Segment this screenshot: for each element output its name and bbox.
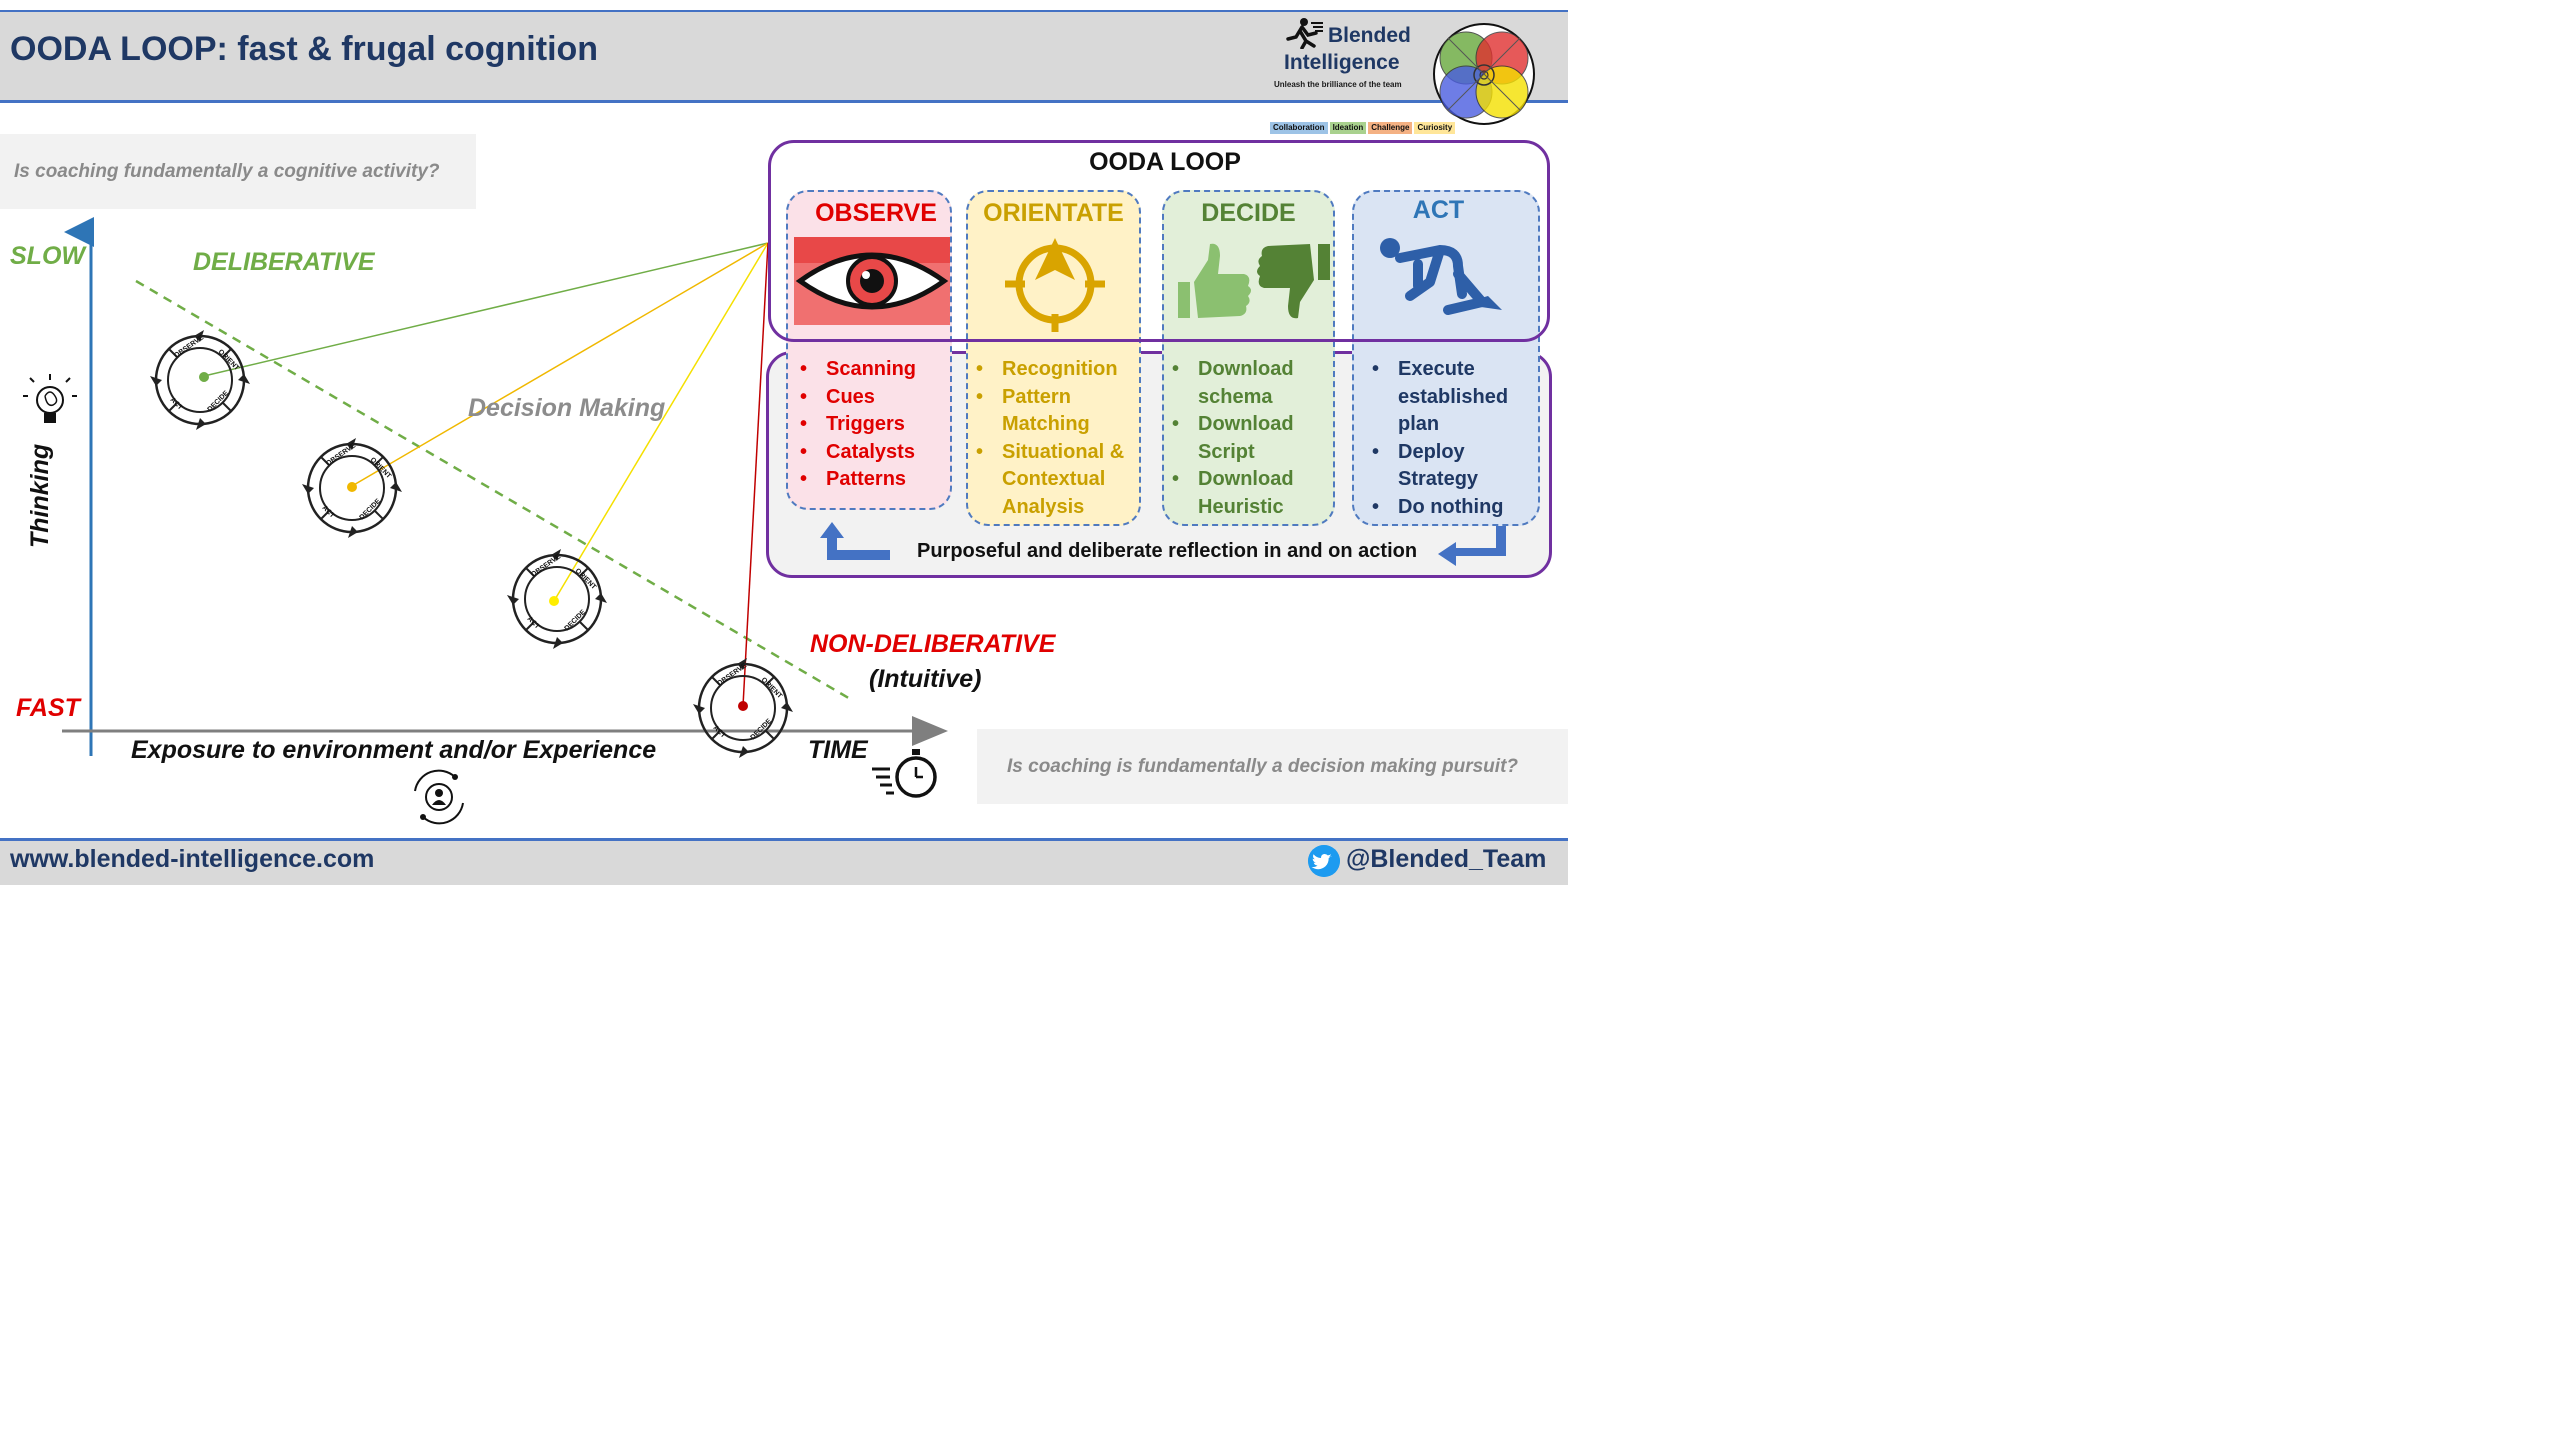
svg-text:DECIDE: DECIDE bbox=[358, 498, 382, 522]
chart-graphics: OBSERVE ORIENT DECIDE ACT OBSERVE ORIENT… bbox=[23, 217, 948, 825]
observe-item: Cues bbox=[790, 384, 950, 412]
sprint-start-icon bbox=[1380, 238, 1502, 315]
loop-3-labels: OBSERVE ORIENT DECIDE ACT bbox=[526, 553, 598, 632]
observe-items: Scanning Cues Triggers Catalysts Pattern… bbox=[790, 356, 950, 494]
thumbs-up-down-icon bbox=[1178, 243, 1330, 319]
decide-item: Download bbox=[1162, 411, 1335, 439]
lightbulb-brain-icon bbox=[23, 374, 77, 423]
act-item: established bbox=[1398, 385, 1509, 408]
act-item: Execute bbox=[1362, 356, 1540, 384]
logo-name-line1: Blended bbox=[1328, 24, 1411, 47]
decide-item: schema bbox=[1198, 385, 1273, 408]
svg-text:DECIDE: DECIDE bbox=[206, 390, 230, 414]
orientate-item: Situational & bbox=[966, 439, 1141, 467]
question-cognitive: Is coaching fundamentally a cognitive ac… bbox=[0, 134, 476, 209]
orientate-item: Analysis bbox=[1002, 495, 1085, 518]
time-label: TIME bbox=[808, 736, 868, 764]
svg-text:DECIDE: DECIDE bbox=[563, 609, 587, 633]
decide-heading: DECIDE bbox=[1201, 199, 1296, 227]
return-arrow-left-icon bbox=[820, 522, 890, 560]
orientate-items: Recognition Pattern Matching Situational… bbox=[966, 356, 1141, 521]
intuitive-label: (Intuitive) bbox=[869, 665, 982, 693]
reflection-caption: Purposeful and deliberate reflection in … bbox=[917, 540, 1418, 562]
connector-red bbox=[742, 242, 769, 707]
connector-green bbox=[203, 242, 769, 377]
ooda-title: OODA LOOP bbox=[1089, 148, 1241, 176]
loop-2-labels: OBSERVE ORIENT DECIDE ACT bbox=[321, 442, 393, 521]
act-heading: ACT bbox=[1412, 196, 1465, 224]
slow-label: SLOW bbox=[10, 242, 85, 270]
decide-item: Download bbox=[1162, 466, 1335, 494]
connector-yellow bbox=[553, 242, 769, 602]
orientate-item: Contextual bbox=[1002, 468, 1106, 490]
orientate-item: Recognition bbox=[966, 356, 1141, 384]
twitter-handle[interactable]: @Blended_Team bbox=[1346, 845, 1547, 873]
stopwatch-icon bbox=[872, 749, 937, 798]
legend-ideation: Ideation bbox=[1329, 122, 1367, 134]
venn-logo-icon bbox=[1433, 23, 1535, 125]
legend-collaboration: Collaboration bbox=[1270, 122, 1328, 134]
loop-dot-3 bbox=[549, 596, 559, 606]
loop-dot-1 bbox=[199, 372, 209, 382]
decide-items: Download schema Download Script Download… bbox=[1162, 356, 1335, 521]
header-band bbox=[0, 10, 1568, 103]
act-item: Deploy bbox=[1362, 439, 1540, 467]
ooda-phases-panel bbox=[768, 140, 1550, 342]
act-items: Execute established plan Deploy Strategy… bbox=[1362, 356, 1540, 521]
eye-icon bbox=[794, 237, 950, 325]
act-item: Strategy bbox=[1398, 468, 1479, 490]
act-item: plan bbox=[1398, 413, 1440, 435]
compass-target-icon bbox=[1005, 238, 1105, 332]
x-axis-label: Exposure to environment and/or Experienc… bbox=[131, 736, 657, 764]
svg-text:DECIDE: DECIDE bbox=[749, 718, 773, 742]
observe-item: Catalysts bbox=[790, 439, 950, 467]
question-decision-making: Is coaching is fundamentally a decision … bbox=[977, 729, 1568, 804]
orientate-item: Pattern bbox=[966, 384, 1141, 412]
decide-item: Download bbox=[1162, 356, 1335, 384]
connector-orange bbox=[351, 242, 769, 487]
twitter-icon[interactable] bbox=[1308, 845, 1340, 877]
decision-making-label: Decision Making bbox=[468, 394, 666, 422]
fast-label: FAST bbox=[16, 694, 80, 722]
non-deliberative-label: NON-DELIBERATIVE bbox=[810, 630, 1056, 658]
observe-heading: OBSERVE bbox=[815, 199, 937, 227]
deliberation-divider bbox=[135, 279, 853, 702]
loop-dot-4 bbox=[738, 701, 748, 711]
person-cycle-icon bbox=[414, 769, 464, 825]
orientate-item: Matching bbox=[1002, 413, 1090, 435]
decide-item: Script bbox=[1198, 440, 1255, 463]
act-item: Do nothing bbox=[1362, 494, 1540, 522]
legend-curiosity: Curiosity bbox=[1414, 122, 1456, 134]
deliberative-label: DELIBERATIVE bbox=[193, 248, 375, 276]
observe-item: Triggers bbox=[790, 411, 950, 439]
logo-name: Blended Intelligence bbox=[1284, 22, 1411, 76]
y-axis-label: Thinking bbox=[26, 443, 54, 548]
return-arrow-right-icon bbox=[1438, 526, 1506, 566]
runner-icon bbox=[1286, 18, 1323, 49]
orientate-heading: ORIENTATE bbox=[983, 199, 1124, 227]
observe-item: Scanning bbox=[790, 356, 950, 384]
page-title: OODA LOOP: fast & frugal cognition bbox=[10, 30, 599, 68]
logo-name-line2: Intelligence bbox=[1284, 51, 1400, 74]
loop-dot-2 bbox=[347, 482, 357, 492]
legend-challenge: Challenge bbox=[1368, 122, 1413, 134]
logo-tagline: Unleash the brilliance of the team bbox=[1274, 80, 1402, 89]
logo-legend: Collaboration Ideation Challenge Curiosi… bbox=[1270, 122, 1456, 134]
footer-band bbox=[0, 838, 1568, 885]
observe-item: Patterns bbox=[790, 466, 950, 494]
website-link[interactable]: www.blended-intelligence.com bbox=[10, 845, 375, 873]
decide-item: Heuristic bbox=[1198, 495, 1284, 518]
